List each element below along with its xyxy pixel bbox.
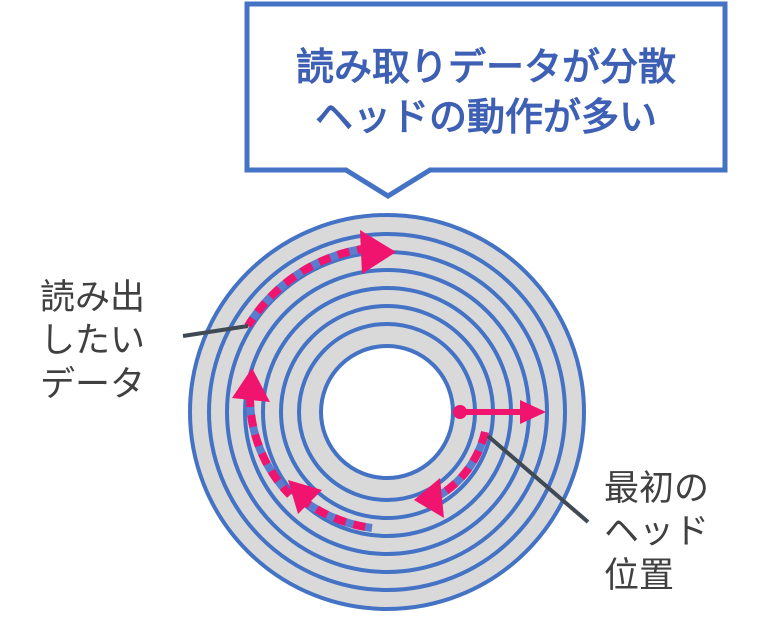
label-head-start-line-3: 位置 — [604, 556, 674, 596]
read-arc-outer-dash — [244, 244, 370, 329]
disk-spindle-hole — [319, 344, 455, 480]
label-head-start-line-1: 最初の — [604, 469, 709, 509]
callout-line-2: ヘッドの動作が多い — [315, 95, 657, 139]
track-ring — [207, 232, 567, 592]
label-head-start-line-2: ヘッド — [604, 512, 709, 552]
arrowhead-left — [232, 368, 270, 402]
read-arc-right-dash — [437, 431, 489, 499]
leader-line-head-start — [486, 434, 590, 524]
callout-line-1: 読み取りデータが分散 — [296, 45, 676, 89]
label-head-start: 最初の ヘッド 位置 — [604, 469, 709, 596]
head-start-arrow — [453, 400, 546, 424]
head-start-arrowhead — [520, 400, 546, 424]
label-target-data-line-1: 読み出 — [40, 278, 145, 318]
label-target-data-line-2: したい — [40, 321, 145, 361]
arrowhead-top — [360, 230, 396, 274]
read-arc-left-base — [245, 394, 293, 498]
label-target-data-line-3: データ — [40, 365, 145, 405]
callout-box — [244, 1, 728, 199]
label-target-data: 読み出 したい データ — [40, 278, 145, 405]
arrowhead-bottom-left — [288, 480, 322, 514]
arrowhead-bottom-right — [414, 478, 444, 518]
leader-line-target-data — [182, 324, 249, 338]
disk-platter — [188, 213, 586, 611]
